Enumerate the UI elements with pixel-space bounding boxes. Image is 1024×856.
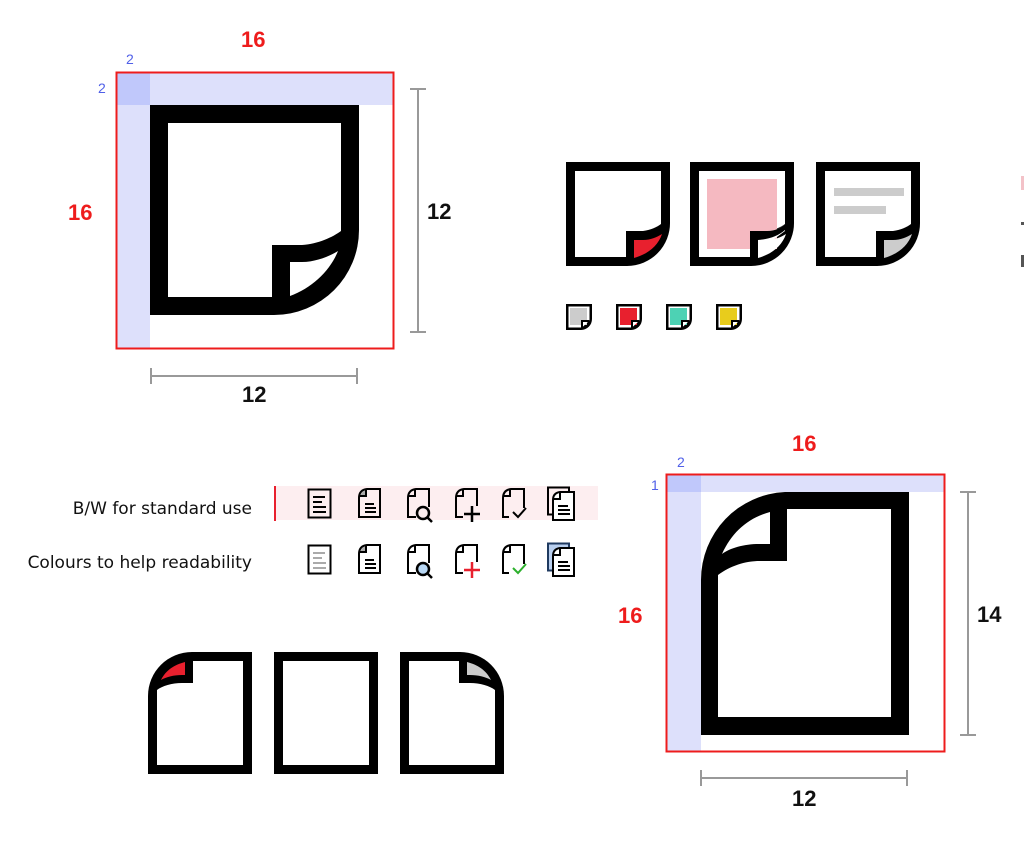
icon-width-label-2: 12 [792,786,817,811]
bw-row-label: B/W for standard use [72,499,252,519]
sticky-note-red-icon [616,304,642,330]
colour-icon-row [300,542,600,582]
document-plain-icon [274,652,378,774]
sticky-note-grid-diagram [0,0,1024,420]
sticky-swatch-grey [566,304,594,332]
document-fold-text-icon [358,488,381,518]
sticky-swatch-teal [666,304,694,332]
sticky-variant-pink-fill [690,162,796,268]
sticky-note-grey-icon [566,304,592,330]
cropped-fragment [1021,255,1024,267]
cropped-fragment [1021,222,1024,225]
grid-width-label-2: 16 [792,431,817,456]
grid-height-label: 16 [68,200,93,225]
bw-icon-row [300,486,600,526]
icon-width-label: 12 [242,382,267,407]
padding-left-label-2: 2 [677,454,685,470]
document-search-icon [407,544,433,579]
icon-height-label-2: 14 [977,602,1002,627]
document-check-icon [502,488,527,519]
padding-top-label: 2 [98,80,106,96]
sticky-note-yellow-icon [716,304,742,330]
sticky-swatch-yellow [716,304,744,332]
sticky-note-red-fold-icon [566,162,671,266]
sticky-variant-text-lines [816,162,922,268]
document-red-fold-icon [148,652,252,774]
document-variant-grey-fold [400,652,506,776]
document-variant-red-fold [148,652,254,776]
document-fold-text-icon [358,544,381,574]
sticky-swatch-red [616,304,644,332]
bw-row-marker [274,486,276,521]
grid-width-label: 16 [241,27,266,52]
cropped-fragment [1021,176,1024,190]
document-grid-diagram [0,420,1024,840]
padding-left-label: 2 [126,51,134,67]
sticky-note-pink-icon [690,162,795,266]
document-add-icon [455,488,480,522]
document-check-icon [502,544,527,575]
icon-height-label: 12 [427,199,452,224]
sticky-variant-red-fold [566,162,672,268]
document-search-icon [407,488,433,523]
sticky-note-lines-icon [816,162,921,266]
document-text-icon [307,488,332,519]
document-text-icon [307,544,332,575]
documents-copy-icon [547,486,575,521]
document-grey-fold-icon [400,652,504,774]
document-icon [665,473,976,786]
document-add-icon [455,544,480,578]
colour-row-label: Colours to help readability [27,553,252,573]
padding-top-label-2: 1 [651,477,659,493]
sticky-note-icon [115,71,426,384]
sticky-note-teal-icon [666,304,692,330]
document-variant-plain [274,652,380,776]
documents-copy-icon [547,542,575,577]
grid-height-label-2: 16 [618,603,643,628]
